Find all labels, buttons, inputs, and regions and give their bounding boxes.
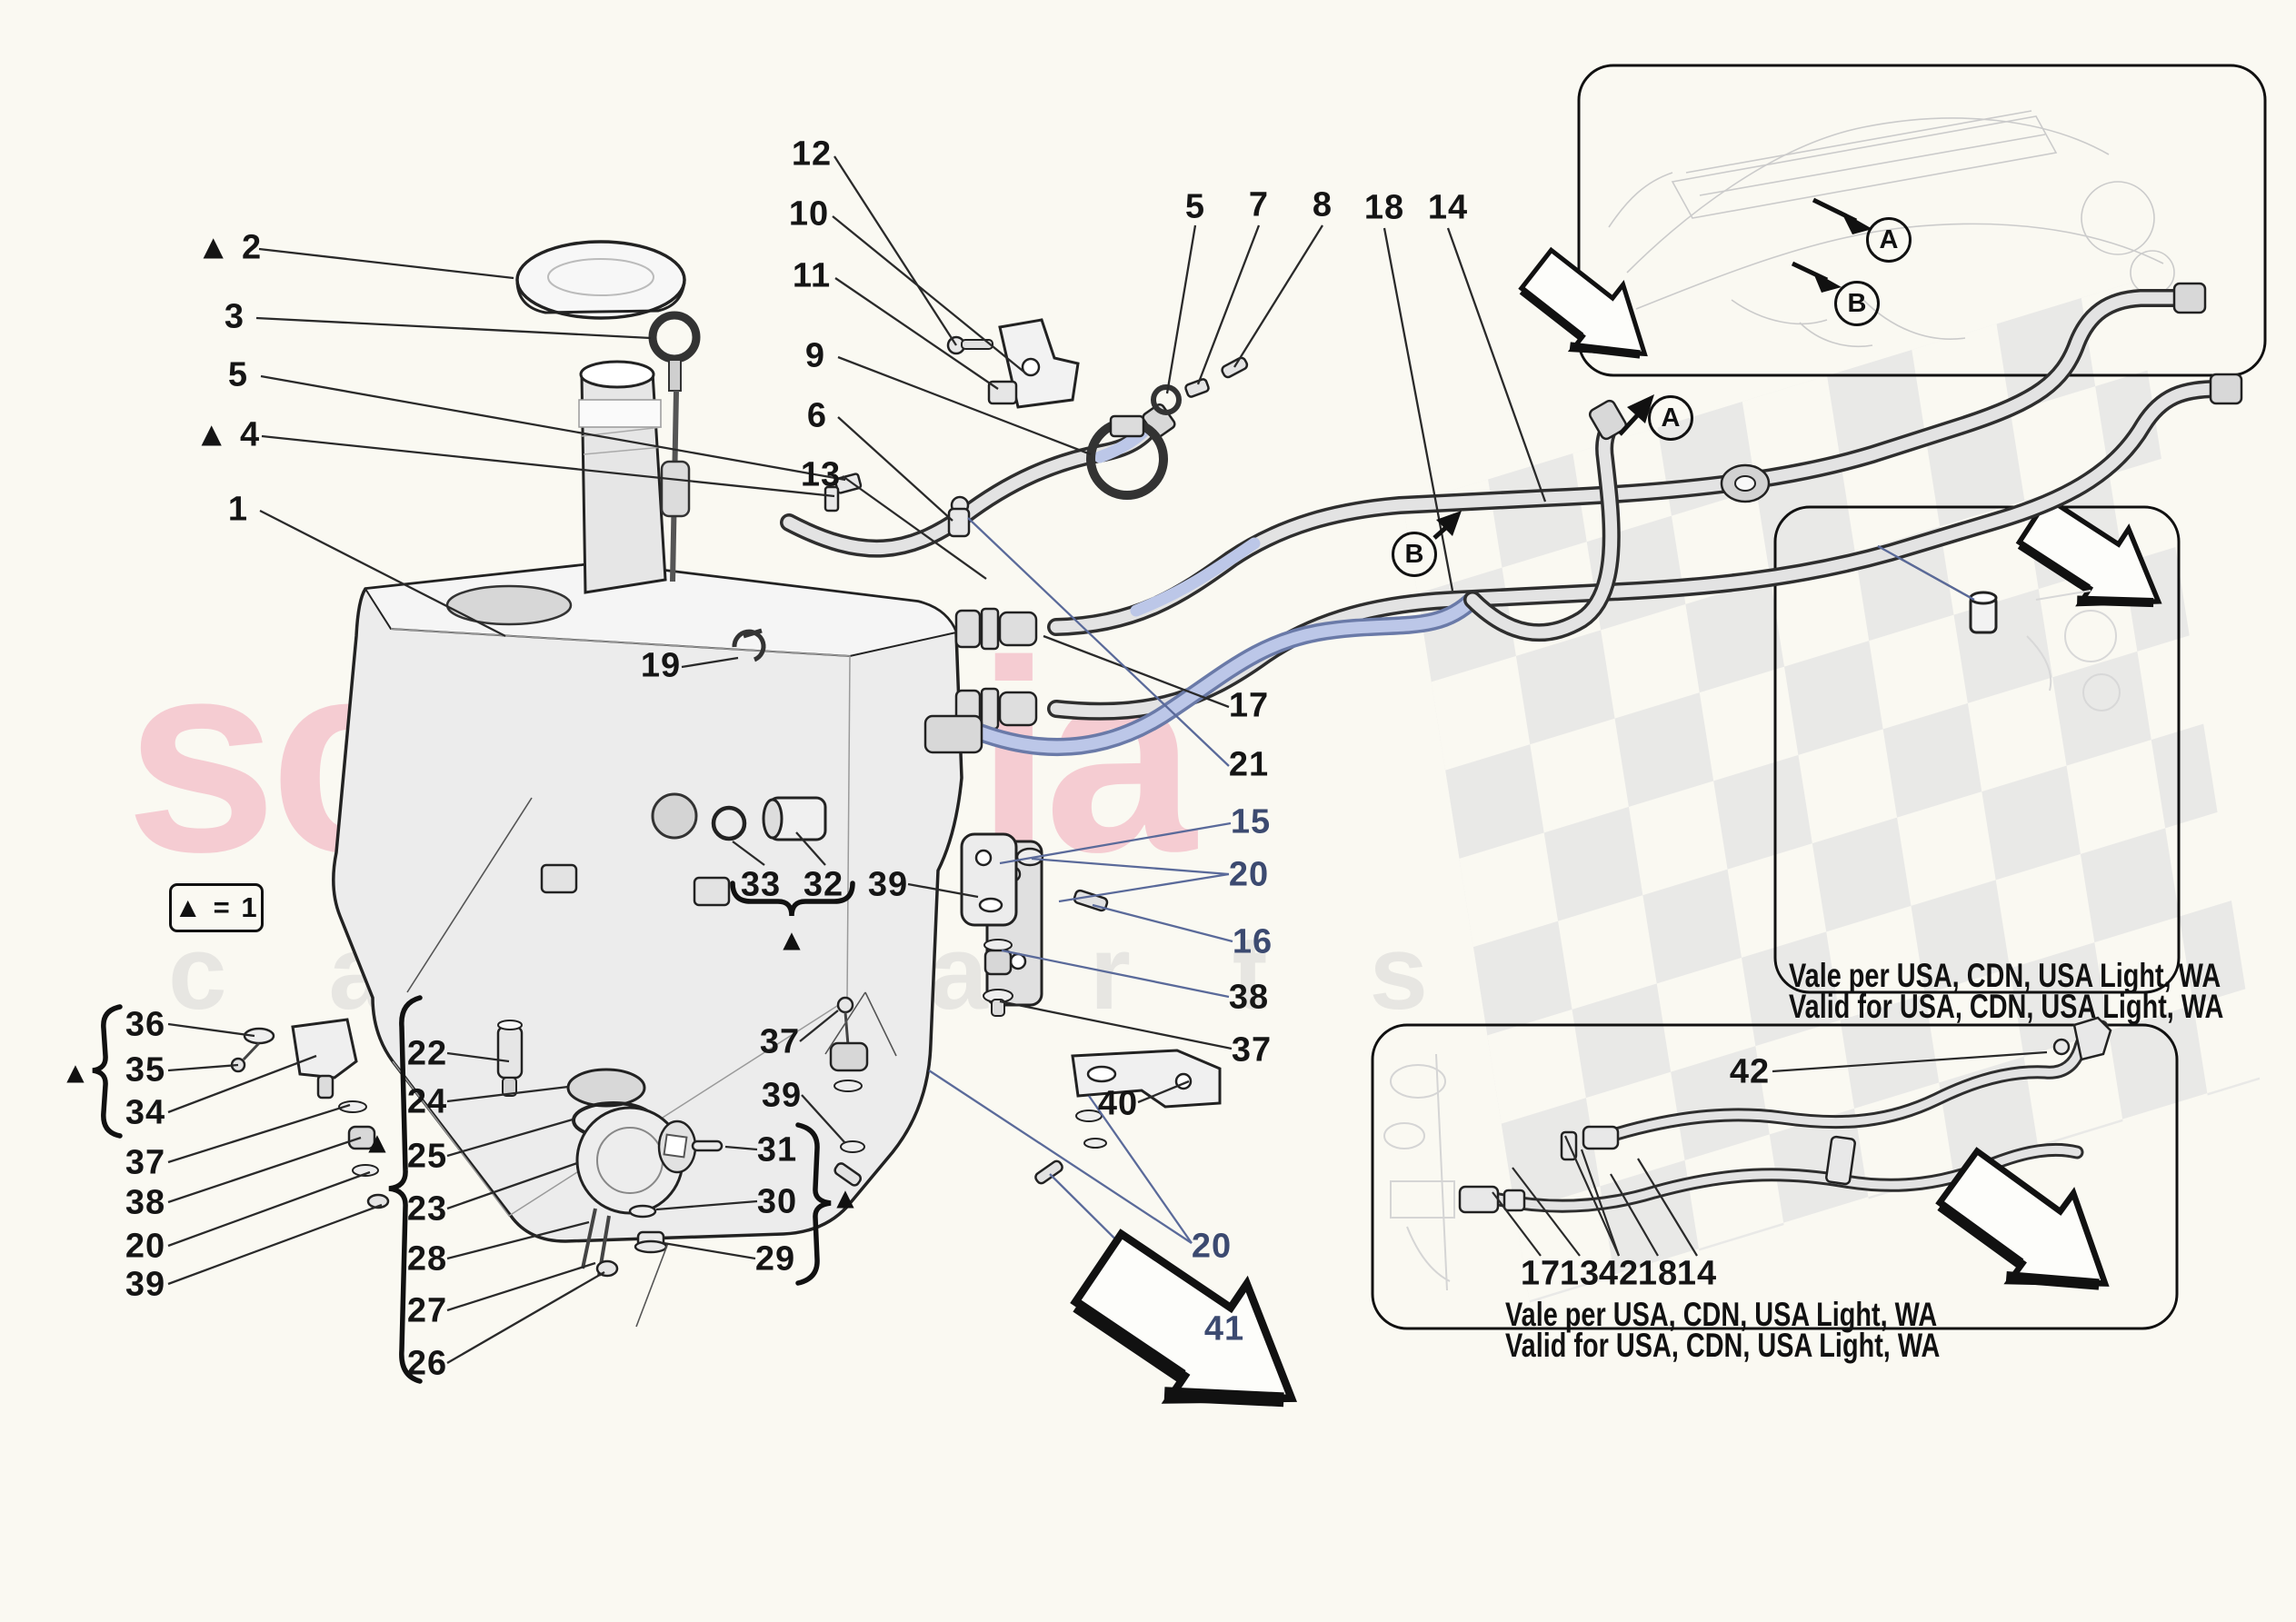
callout-22: 22: [406, 1034, 448, 1073]
leader-lines: [167, 155, 1547, 1364]
callout-28: 28: [406, 1239, 448, 1279]
pump-assembly: [496, 1020, 724, 1278]
sensor-group: [230, 1018, 390, 1209]
callout-8: 8: [1312, 185, 1333, 224]
callout-34: 34: [125, 1093, 166, 1132]
callout-33: 33: [740, 865, 782, 904]
triangle-marker: ▲: [776, 922, 807, 957]
callout-38: 38: [1228, 978, 1270, 1017]
callout-21: 21: [1228, 745, 1270, 784]
callout-1: 1: [227, 490, 249, 529]
note-mid-line1: Vale per USA, CDN, USA Light, WA: [1789, 957, 2221, 994]
callout-39: 39: [125, 1265, 166, 1304]
callout-25: 25: [406, 1137, 448, 1176]
callout-14: 14: [1427, 188, 1469, 227]
callout-14: 14: [1676, 1254, 1718, 1293]
callout-20: 20: [1228, 855, 1270, 894]
direction-arrows: [1433, 394, 1654, 540]
callout-15: 15: [1230, 802, 1272, 841]
triangle-marker: ▲: [830, 1180, 861, 1215]
callout-37: 37: [1231, 1030, 1273, 1070]
callout-39: 39: [867, 865, 909, 904]
ref-letter-B: B: [1834, 281, 1880, 326]
callout-32: 32: [803, 865, 844, 904]
ref-letter-B: B: [1392, 532, 1437, 577]
callout-29: 29: [754, 1239, 796, 1279]
triangle-marker: ▲: [60, 1055, 91, 1090]
callout-3: 3: [224, 297, 245, 336]
callout-39: 39: [761, 1076, 803, 1115]
callout-5: 5: [1184, 187, 1206, 226]
inset-box-engine: [1511, 64, 2267, 386]
callout-36: 36: [125, 1005, 166, 1044]
callout-35: 35: [125, 1050, 166, 1090]
callout-20: 20: [125, 1227, 166, 1266]
callout-38: 38: [125, 1183, 166, 1222]
oil-cap: [515, 240, 686, 320]
callout-7: 7: [1248, 185, 1270, 224]
callout-10: 10: [788, 194, 830, 234]
callout-20: 20: [1191, 1227, 1233, 1266]
inset-box-valid-bottom: [1371, 1016, 2179, 1328]
callout-13: 13: [800, 455, 842, 494]
callout-9: 9: [804, 336, 826, 375]
callout-4: ▲ 4: [194, 415, 261, 454]
callout-37: 37: [759, 1022, 801, 1061]
callout-18: 18: [1363, 188, 1405, 227]
callout-31: 31: [756, 1130, 798, 1169]
callout-6: 6: [806, 396, 828, 435]
note-bottom-line1: Vale per USA, CDN, USA Light, WA: [1505, 1296, 1938, 1333]
callout-42: 42: [1729, 1052, 1771, 1091]
callout-27: 27: [406, 1291, 448, 1330]
note-bottom-line2: Valid for USA, CDN, USA Light, WA: [1505, 1327, 1941, 1364]
grouping-braces: [92, 881, 855, 1384]
callout-30: 30: [756, 1182, 798, 1221]
callout-5: 5: [227, 355, 249, 394]
support-brackets: [829, 832, 1222, 1187]
oil-tank: [332, 240, 1043, 1243]
callout-11: 11: [792, 256, 832, 295]
ref-letter-A: A: [1866, 217, 1912, 263]
callout-19: 19: [640, 646, 682, 685]
callout-2: ▲ 2: [195, 228, 263, 267]
bracket-clamp-parts: [732, 318, 1249, 662]
legend-triangle-equals-one: ▲ = 1: [169, 883, 264, 932]
callout-24: 24: [406, 1082, 448, 1121]
callout-13: 13: [1559, 1254, 1601, 1293]
callout-17: 17: [1520, 1254, 1562, 1293]
ref-letter-A: A: [1648, 395, 1693, 441]
callout-17: 17: [1228, 686, 1270, 725]
callout-18: 18: [1637, 1254, 1679, 1293]
note-mid-line2: Valid for USA, CDN, USA Light, WA: [1789, 988, 2224, 1025]
construction-lines: [406, 797, 897, 1328]
triangle-marker: ▲: [362, 1125, 393, 1159]
callout-37: 37: [125, 1143, 166, 1182]
callout-26: 26: [406, 1344, 448, 1383]
callout-40: 40: [1097, 1084, 1139, 1123]
callout-41: 41: [1203, 1309, 1245, 1348]
callout-16: 16: [1232, 922, 1273, 961]
callout-23: 23: [406, 1189, 448, 1229]
callout-42: 42: [1598, 1254, 1640, 1293]
callout-12: 12: [791, 134, 833, 174]
